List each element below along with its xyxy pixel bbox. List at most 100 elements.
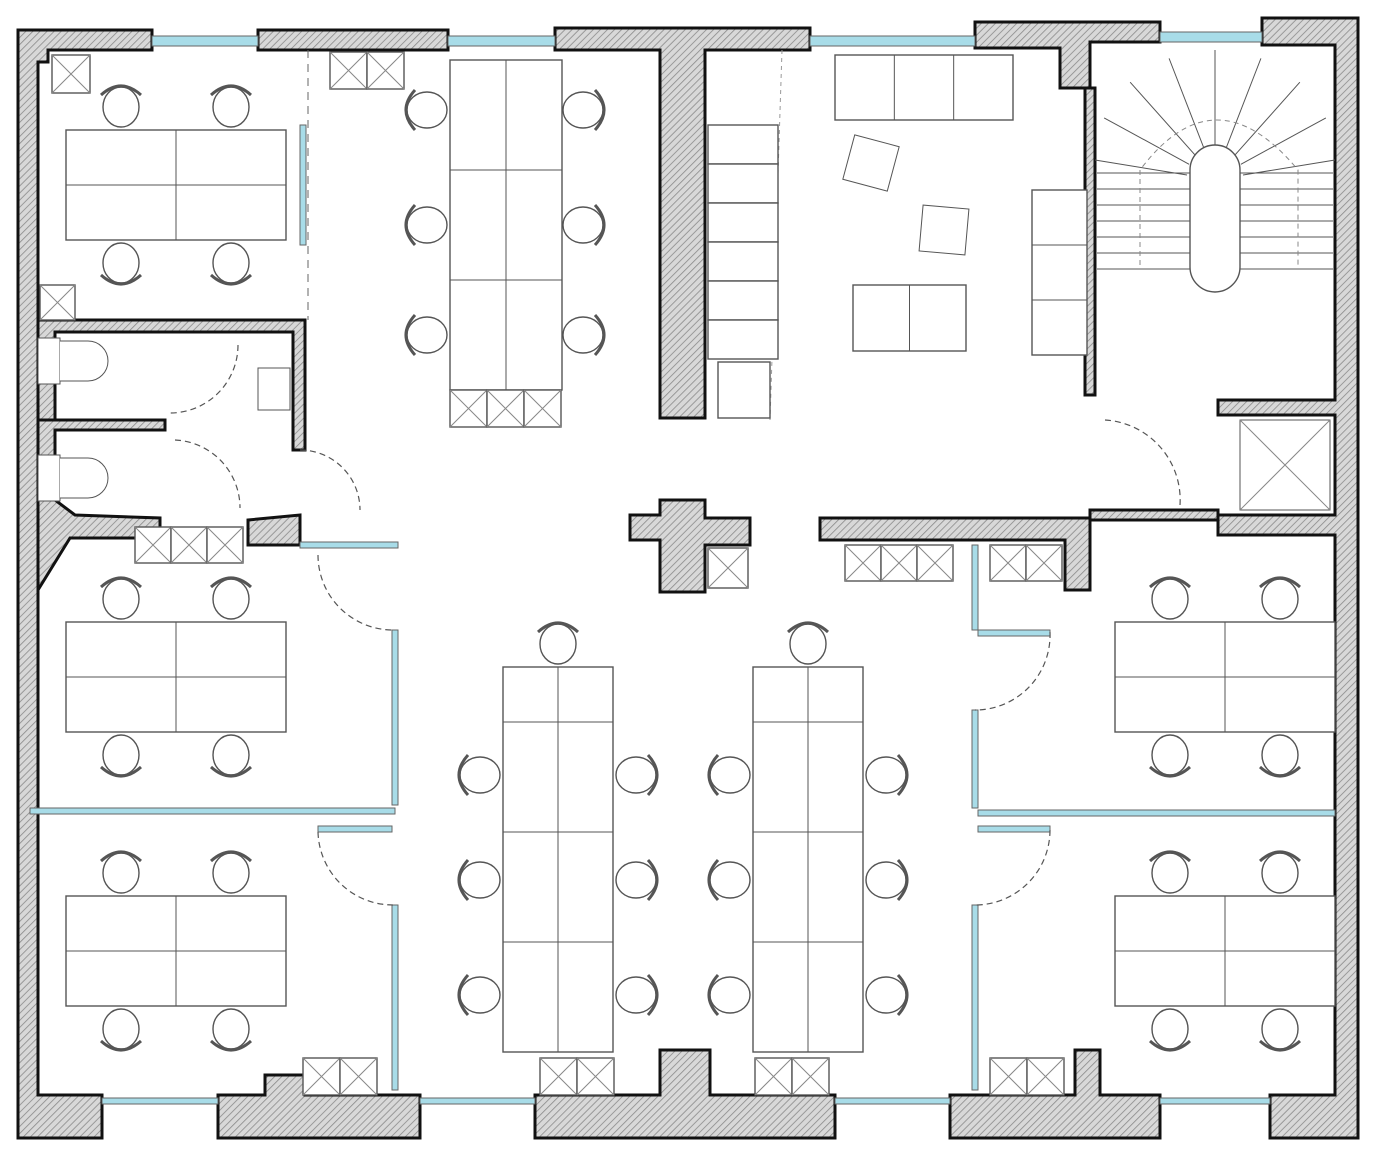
cabinet-icon <box>486 389 525 428</box>
staircase-icon <box>1094 50 1336 293</box>
locker <box>707 163 779 204</box>
cabinet-icon <box>989 1057 1028 1096</box>
chair-icon <box>1148 850 1192 894</box>
cabinet-icon <box>754 1057 793 1096</box>
chair-icon <box>457 973 501 1017</box>
window-glazing <box>809 35 976 47</box>
chair-icon <box>99 734 143 778</box>
chair-icon <box>209 242 253 286</box>
chair-icon <box>99 850 143 894</box>
desk-icon <box>65 621 287 733</box>
door-swing-icon <box>1104 419 1181 506</box>
wall <box>1088 508 1220 522</box>
locker <box>707 124 779 165</box>
chair-icon <box>209 850 253 894</box>
cabinet-icon <box>576 1057 615 1096</box>
cabinet-icon <box>449 389 488 428</box>
chair-icon <box>865 858 909 902</box>
chair-icon <box>707 753 751 797</box>
chair-icon <box>707 858 751 902</box>
window-glazing <box>391 904 399 1091</box>
window-glazing <box>834 1097 951 1105</box>
cabinet-icon <box>1026 1057 1065 1096</box>
desk-icon <box>1031 189 1088 356</box>
chair-icon <box>1148 576 1192 620</box>
window-glazing <box>971 904 979 1091</box>
chair-icon <box>1258 576 1302 620</box>
chair-icon <box>209 734 253 778</box>
chair-icon <box>1258 1008 1302 1052</box>
window-glazing <box>391 629 399 806</box>
door-swing-icon <box>174 439 241 509</box>
toilet-icon <box>37 337 109 385</box>
door-swing-icon <box>317 554 394 631</box>
cabinet-icon <box>523 389 562 428</box>
desk-icon <box>65 895 287 1007</box>
sink-icon <box>257 367 291 411</box>
chair-icon <box>615 973 659 1017</box>
chair-icon <box>1258 850 1302 894</box>
chair-icon <box>707 973 751 1017</box>
chair-icon <box>615 858 659 902</box>
chair-icon <box>562 88 606 132</box>
cabinet-icon <box>170 526 208 564</box>
locker <box>707 319 779 360</box>
desk-icon <box>852 284 967 352</box>
window-glazing <box>977 825 1051 833</box>
wall <box>628 498 752 594</box>
window-glazing <box>151 35 259 47</box>
chair-icon <box>562 313 606 357</box>
furniture <box>37 50 1336 1096</box>
window-glazing <box>29 807 396 815</box>
locker <box>707 241 779 282</box>
chair-icon <box>404 313 448 357</box>
window-glazing <box>299 541 399 549</box>
door-swing-icon <box>974 631 1051 711</box>
door-swing-icon <box>317 831 394 906</box>
chair-icon <box>615 753 659 797</box>
cabinet-icon <box>329 51 368 90</box>
wall <box>256 28 450 52</box>
chair-icon <box>536 621 580 665</box>
window-glazing <box>977 629 1051 637</box>
cabinet-icon <box>339 1057 378 1096</box>
chair-icon <box>1148 734 1192 778</box>
chair-icon <box>209 84 253 128</box>
walls <box>16 16 1360 1140</box>
wall <box>533 1048 837 1140</box>
chair-icon <box>99 1008 143 1052</box>
chair-icon <box>457 753 501 797</box>
cabinet-icon <box>539 1057 578 1096</box>
window-glazing <box>317 825 393 833</box>
wall <box>553 26 812 420</box>
chair-icon <box>209 1008 253 1052</box>
chair-icon <box>1148 1008 1192 1052</box>
door-swing-icon <box>299 449 361 511</box>
window-glazing <box>971 709 979 809</box>
chair-icon <box>865 973 909 1017</box>
door-swing-icon <box>169 344 239 414</box>
window-glazing <box>977 809 1336 817</box>
locker <box>717 361 771 419</box>
window-glazing <box>419 1097 536 1105</box>
cabinet-icon <box>302 1057 341 1096</box>
window-glazing <box>447 35 556 47</box>
doors <box>169 344 1181 906</box>
cabinet-icon <box>989 544 1027 582</box>
desk-icon <box>502 666 614 1053</box>
cabinet-icon <box>916 544 954 582</box>
desk-icon <box>1114 621 1336 733</box>
cabinet-icon <box>1025 544 1063 582</box>
window-glazing <box>1159 31 1263 43</box>
cabinet-icon <box>880 544 918 582</box>
locker <box>707 280 779 321</box>
window-glazing <box>299 124 307 246</box>
toilet-icon <box>37 454 109 502</box>
chair-icon <box>562 203 606 247</box>
chair-icon <box>1258 734 1302 778</box>
cabinet-icon <box>206 526 244 564</box>
cabinet-icon <box>39 284 76 321</box>
desk-icon <box>65 129 287 241</box>
desk-icon <box>449 59 563 391</box>
chair-icon <box>99 576 143 620</box>
